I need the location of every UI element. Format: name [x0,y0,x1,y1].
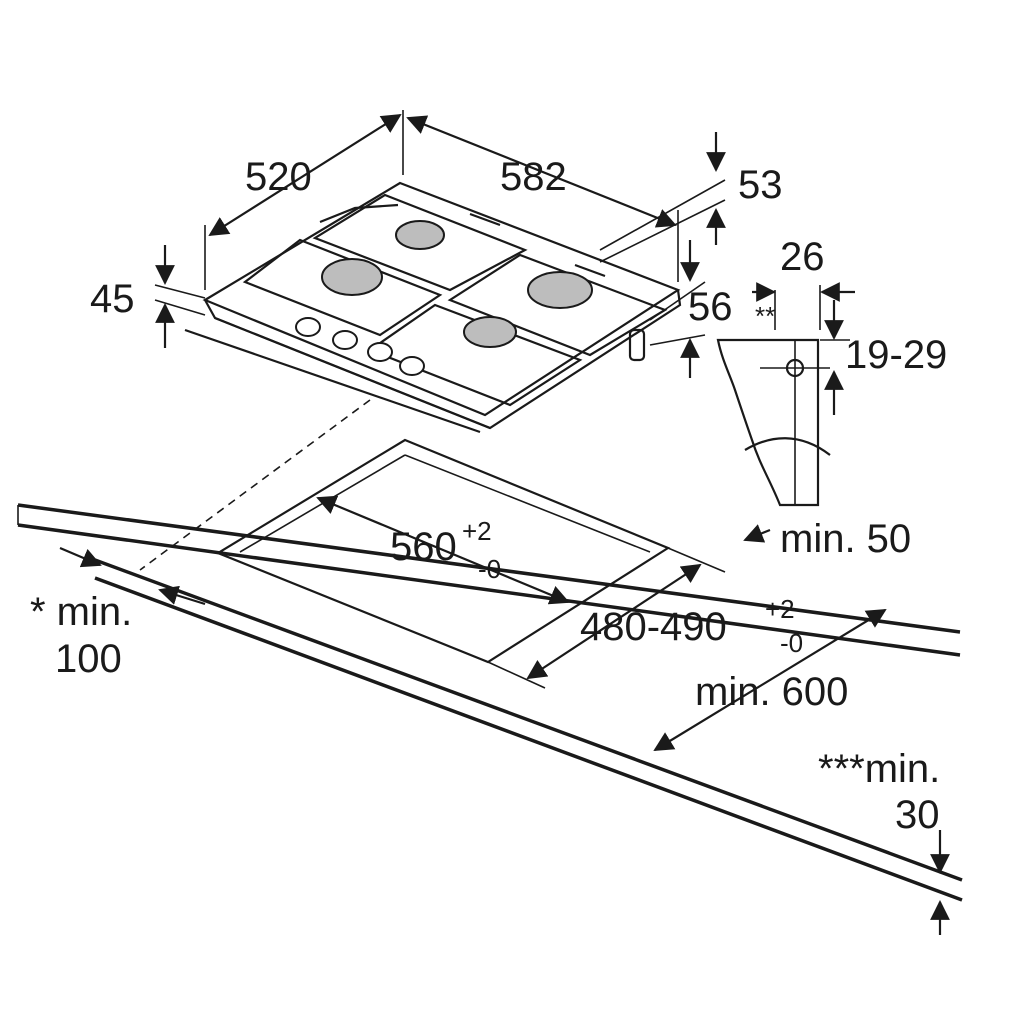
depth-label: 520 [245,155,312,199]
burner-rear-left-icon [395,220,445,250]
worktop-depth-label: min. 600 [695,670,848,714]
control-knobs [295,317,425,376]
cutout-depth-tol-minus: -0 [780,628,803,658]
bracket-width-label: 26 [780,235,825,279]
rear-clearance-label: min. 50 [780,517,911,561]
cutout-width-label: 560 [390,525,457,569]
cutout-width-tol-minus: -0 [478,554,501,584]
height-label: 45 [90,277,135,321]
gas-hob [184,181,682,434]
edge-clearance-label-2: 30 [895,793,940,837]
edge-clearance-label-1: ***min. [818,747,940,791]
width-label: 582 [500,155,567,199]
worktop-thickness-label: 19-29 [845,333,947,377]
burner-front-left-icon [321,258,383,296]
cutout-depth-tol-plus: +2 [765,594,795,624]
cutout-width-tol-plus: +2 [462,516,492,546]
projection-line [139,399,371,571]
rear-height-label: 53 [738,163,783,207]
side-height-label: 56 [688,285,733,329]
front-clearance-label-2: 100 [55,637,122,681]
bracket-note-label: ** [755,301,775,331]
cutout-depth-label: 480-490 [580,605,727,649]
front-clearance-label-1: * min. [30,590,132,634]
bracket-detail [716,338,831,507]
burner-front-right-icon [463,316,517,348]
gas-connector-icon [628,328,646,362]
burner-rear-right-icon [527,271,593,309]
